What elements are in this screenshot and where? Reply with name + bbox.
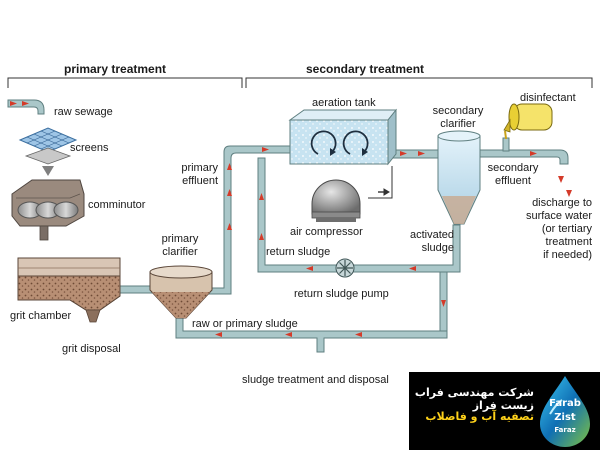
raw-or-primary-sludge-label: raw or primary sludge xyxy=(192,318,298,330)
grit-chamber xyxy=(17,257,121,323)
company-watermark: شرکت مهندسی فراب زیست فراز تصفیه آب و فا… xyxy=(409,372,600,450)
grit-to-clarifier-pipe xyxy=(119,285,155,294)
sludge-line-pipe xyxy=(175,299,448,353)
grit-disposal-label: grit disposal xyxy=(62,343,121,355)
screens-label: screens xyxy=(70,142,109,154)
secondary-clarifier xyxy=(437,130,481,225)
raw-sewage-label: raw sewage xyxy=(54,106,113,118)
air-line xyxy=(368,166,393,199)
water-drop-logo-icon xyxy=(540,376,590,447)
comminutor-label: comminutor xyxy=(88,199,146,211)
return-sludge-pipe xyxy=(257,157,461,273)
air-compressor-label: air compressor xyxy=(290,226,363,238)
aeration-tank xyxy=(288,108,398,166)
secondary-clarifier-label: secondary clarifier xyxy=(432,105,484,130)
primary-clarifier-label: primary clarifier xyxy=(161,233,199,258)
sludge-treatment-label: sludge treatment and disposal xyxy=(242,374,389,386)
watermark-logo-line2: Zist xyxy=(554,412,576,423)
comminutor xyxy=(11,179,85,241)
pipes xyxy=(7,99,569,353)
watermark-logo-line1: Farab xyxy=(549,398,581,409)
disinfectant-line xyxy=(502,137,510,152)
raw-sewage-pipe xyxy=(7,99,45,115)
flow-arrows xyxy=(10,101,572,337)
primary-effluent-label: primary effluent xyxy=(181,162,218,187)
grit-chamber-label: grit chamber xyxy=(10,310,72,322)
secondary-treatment-heading: secondary treatment xyxy=(306,62,425,76)
primary-bracket xyxy=(7,77,243,88)
watermark-service: تصفیه آب و فاضلاب xyxy=(425,410,534,423)
watermark-logo-line3: Faraz xyxy=(554,426,576,434)
return-sludge-label: return sludge xyxy=(266,246,331,258)
return-sludge-pump xyxy=(335,258,355,278)
disinfectant-tank xyxy=(503,103,553,140)
watermark-company-name: شرکت مهندسی فراب زیست فراز xyxy=(414,386,534,412)
secondary-effluent-label: secondary effluent xyxy=(487,162,539,187)
activated-sludge-label: activated sludge xyxy=(409,229,454,254)
discharge-label: discharge to surface water (or tertiary … xyxy=(525,197,592,261)
screens xyxy=(18,127,78,176)
primary-treatment-heading: primary treatment xyxy=(64,62,167,76)
primary-clarifier xyxy=(149,265,213,319)
aeration-tank-label: aeration tank xyxy=(312,97,376,109)
secondary-bracket xyxy=(245,77,593,88)
return-sludge-pump-label: return sludge pump xyxy=(294,288,389,300)
disinfectant-label: disinfectant xyxy=(520,92,576,104)
air-compressor xyxy=(311,179,361,222)
secondary-effluent-pipe xyxy=(477,149,569,165)
